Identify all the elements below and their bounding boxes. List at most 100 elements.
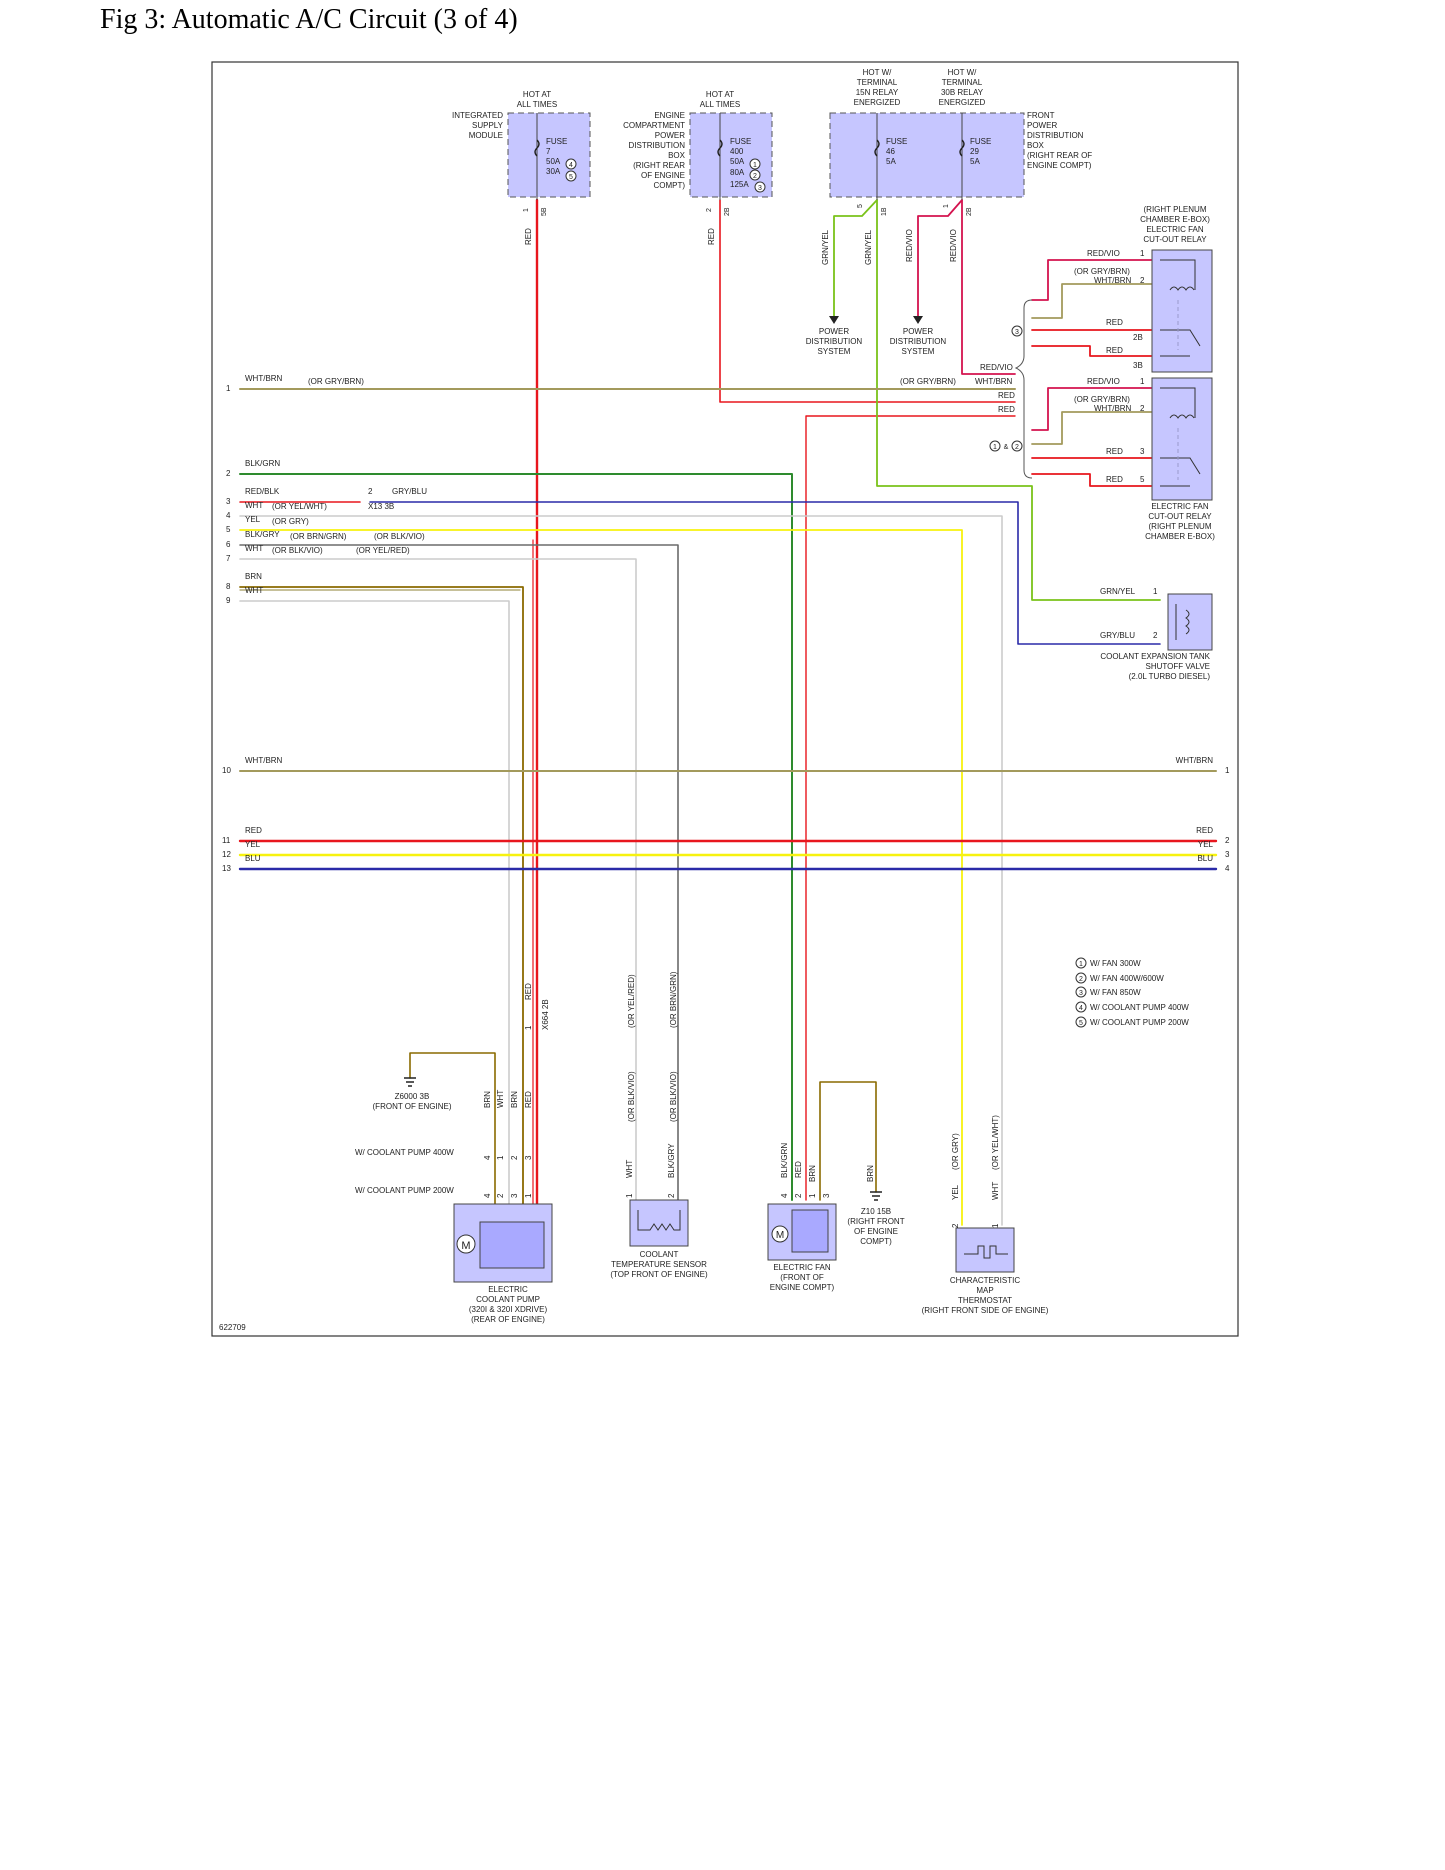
wire-red-fan (805, 415, 1016, 1201)
diagram-frame (211, 61, 1239, 1337)
fan-ground-3: OF ENGINE (854, 1227, 898, 1236)
right-row11-wire: RED (1196, 826, 1213, 835)
row2-wire: BLK/GRN (245, 459, 280, 468)
legend-num-2: 2 (1079, 976, 1083, 983)
relay-bottom-symbol (1151, 377, 1213, 501)
row3-wire: RED/BLK (245, 487, 280, 496)
f29-conn: 2B (966, 207, 973, 216)
pump-label-1: ELECTRIC (488, 1285, 528, 1294)
svg-text:M: M (776, 1230, 784, 1241)
row8-wire: BRN (245, 572, 262, 581)
pump-label-3: (320I & 320I XDRIVE) (469, 1305, 548, 1314)
wire-row2-blk-grn (239, 473, 793, 1201)
fan-ground-2: (RIGHT FRONT (847, 1217, 904, 1226)
wire-row5-yel (239, 529, 963, 1226)
legend-num-5: 5 (1079, 1020, 1083, 1027)
row3-conn-wire: GRY/BLU (392, 487, 427, 496)
wire-relay-top-1 (1031, 259, 1152, 301)
sensor-alt-1: (OR YEL/RED) (627, 974, 636, 1028)
relay-top-symbol (1151, 249, 1213, 373)
relay-bot-note-a: 1 (993, 444, 997, 451)
sensor-label-2: TEMPERATURE SENSOR (611, 1260, 707, 1269)
fuse29-1: FUSE (970, 137, 991, 146)
row1-wire: WHT/BRN (245, 374, 283, 383)
right-row10-wire: WHT/BRN (1176, 756, 1214, 765)
fan-pin-4: 3 (822, 1193, 831, 1198)
fan-label-2: (FRONT OF (780, 1273, 824, 1282)
fan-ground-4: COMPT) (860, 1237, 892, 1246)
f46-pin: 5 (857, 204, 864, 208)
row5-wire: YEL (245, 515, 261, 524)
thermo-wire-1: YEL (951, 1184, 960, 1200)
mid-red-1: RED (998, 391, 1015, 400)
fpdb-label-3: DISTRIBUTION (1027, 131, 1084, 140)
mid-wht-brn: WHT/BRN (975, 377, 1013, 386)
fan-label-1: ELECTRIC FAN (773, 1263, 831, 1272)
figure-id: 622709 (219, 1323, 246, 1332)
pump-wire-2: WHT (496, 1090, 505, 1108)
relay-bot-w3: RED (1106, 447, 1123, 456)
fpdb-label-4: BOX (1027, 141, 1045, 150)
row6-wire-c: (OR BLK/VIO) (374, 532, 425, 541)
wire-pump-ground (409, 1052, 496, 1206)
wire-relay-bot-2 (1031, 411, 1152, 445)
fan-wire-2: RED (794, 1161, 803, 1178)
thermostat-symbol (955, 1227, 1015, 1273)
epdb-label-4: DISTRIBUTION (629, 141, 686, 150)
wire-row6-blk-gry (239, 544, 679, 1201)
row7-wire-c: (OR YEL/RED) (356, 546, 410, 555)
hot-t15-3: 15N RELAY (856, 88, 899, 97)
row-num-12: 12 (222, 850, 231, 859)
power-arrows (829, 316, 923, 324)
row-num-7: 7 (226, 554, 231, 563)
row-num-3: 3 (226, 497, 231, 506)
sensor-pin-1: 1 (625, 1193, 634, 1198)
fuse29-2: 29 (970, 147, 979, 156)
fuse29-3: 5A (970, 157, 980, 166)
row-num-9: 9 (226, 596, 231, 605)
row4-wire: WHT (245, 501, 263, 510)
row3-conn-pin: 2 (368, 487, 373, 496)
fuse7-4: 30A (546, 167, 561, 176)
f46-conn: 1B (881, 207, 888, 216)
wire-row3-gry-blu (369, 501, 1161, 645)
legend-num-1: 1 (1079, 961, 1083, 968)
row5-wire-b: (OR GRY) (272, 517, 309, 526)
hot-t15-4: ENERGIZED (854, 98, 901, 107)
fuse400-1: FUSE (730, 137, 751, 146)
relay-top-p4: 3B (1133, 361, 1143, 370)
pump-splice-conn: X664 2B (541, 999, 550, 1030)
hot-epdb-2: ALL TIMES (700, 100, 740, 109)
epdb-label-2: COMPARTMENT (623, 121, 685, 130)
relay-top-w2b: WHT/BRN (1094, 276, 1132, 285)
ism-label-2: SUPPLY (472, 121, 504, 130)
row6-wire: BLK/GRY (245, 530, 280, 539)
row-num-8: 8 (226, 582, 231, 591)
relay-bot-p3: 3 (1140, 447, 1145, 456)
pump-label-2: COOLANT PUMP (476, 1295, 540, 1304)
legend-text-2: W/ FAN 400W/600W (1090, 974, 1164, 983)
pump-note-200: W/ COOLANT PUMP 200W (355, 1186, 454, 1195)
pds2-line2: DISTRIBUTION (890, 337, 947, 346)
relay-bot-w4: RED (1106, 475, 1123, 484)
thermo-pin-2: 1 (991, 1223, 1000, 1228)
thermo-label-3: THERMOSTAT (958, 1296, 1012, 1305)
fuse46-3: 5A (886, 157, 896, 166)
mid-or-gry-brn: (OR GRY/BRN) (900, 377, 956, 386)
wire-relay-top-4 (1031, 345, 1152, 357)
sensor-alt-3: (OR BLK/VIO) (627, 1071, 636, 1122)
svg-text:Z6000 3B(FRONT OF ENGINE): Z6000 3B(FRONT OF ENGINE) (373, 1092, 452, 1111)
thermo-label-4: (RIGHT FRONT SIDE OF ENGINE) (922, 1306, 1049, 1315)
